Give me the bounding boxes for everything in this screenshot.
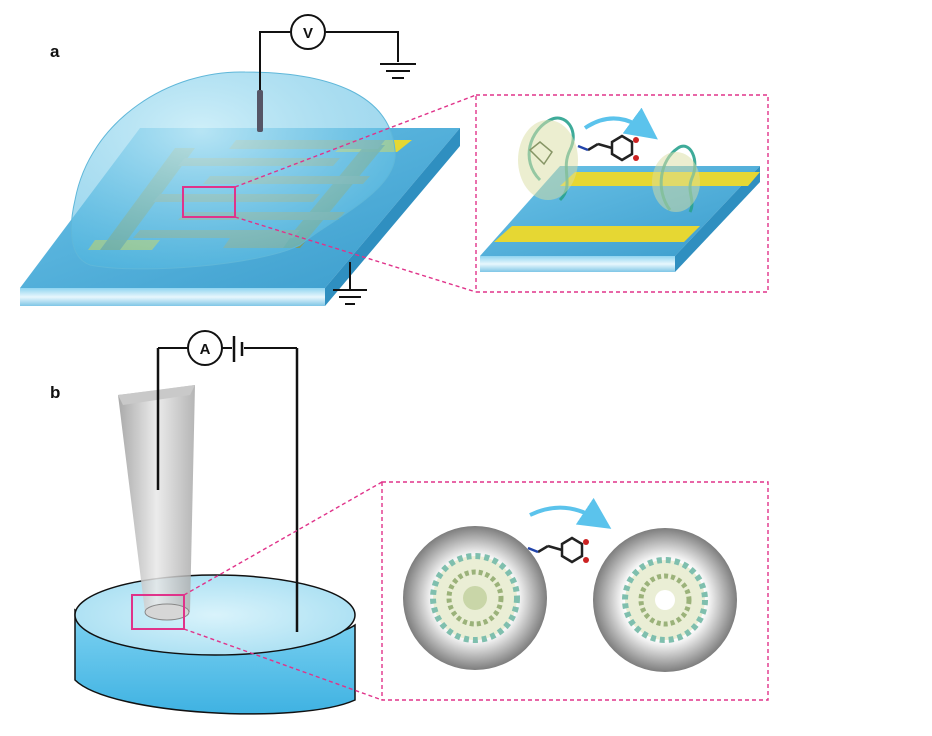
curved-arrow-icon-b — [529, 497, 612, 529]
inset-a-chip — [480, 166, 760, 272]
ammeter-circuit: A — [158, 330, 297, 366]
liquid-droplet — [70, 71, 396, 270]
aptamer-folded-left — [518, 116, 578, 202]
nanopipette — [118, 385, 195, 621]
voltmeter-icon — [290, 14, 326, 50]
zoom-box-chip — [182, 186, 236, 218]
nanopore-left — [403, 526, 547, 670]
panel-a-label: a — [50, 42, 60, 61]
panel-b-label: b — [50, 383, 60, 402]
molecule-icon — [577, 134, 639, 162]
zoom-line-a-bottom — [234, 216, 477, 293]
nanopore-right — [593, 528, 737, 672]
ammeter-label: A — [200, 341, 211, 358]
curved-arrow-icon — [583, 107, 658, 140]
ammeter-icon — [187, 330, 223, 366]
electrolyte-dish — [74, 574, 356, 715]
voltmeter-label: V — [303, 25, 313, 42]
ground-icon — [380, 63, 416, 79]
zoom-line-b-bottom — [183, 628, 383, 701]
voltmeter-circuit: V — [259, 14, 416, 305]
gate-electrode — [257, 90, 263, 132]
molecule-icon-b — [527, 536, 589, 564]
zoom-line-a-top — [234, 94, 477, 188]
zoom-line-b-top — [183, 481, 383, 596]
ground-icon-substrate — [333, 289, 367, 305]
aptamer-folded-right — [652, 144, 700, 213]
zoom-inset-b — [381, 481, 769, 701]
zoom-box-pore — [131, 594, 185, 630]
